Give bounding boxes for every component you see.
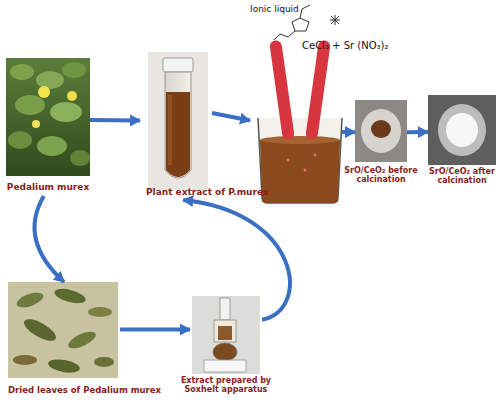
- dried-leaves-photo: [8, 282, 118, 378]
- soxhlet-photo: [192, 296, 260, 374]
- plant-photo: [6, 58, 90, 176]
- caption-text: Pedalium murex: [2, 182, 94, 192]
- reagent-label: Ionic liquid: [250, 4, 299, 14]
- flow-arrow: [342, 130, 355, 134]
- electrolysis-box: CeCl₃ + Sr (NO₃)₂: [250, 38, 342, 203]
- plant-image-box: Pedalium murex: [6, 58, 90, 196]
- flow-arrow: [120, 327, 190, 331]
- extract-image-box: Plant extract of P.murex: [140, 50, 212, 200]
- flow-arrow: [407, 130, 428, 134]
- flow-arrow: [212, 113, 250, 121]
- product-after-box: SrO/CeO₂ after calcination: [428, 95, 496, 195]
- caption-text: SrO/CeO₂ before calcination: [343, 166, 419, 184]
- flow-arrow: [183, 200, 290, 320]
- product-before-box: SrO/CeO₂ before calcination: [355, 100, 407, 195]
- caption-text: SrO/CeO₂ after calcination: [422, 167, 500, 185]
- soxhlet-box: Extract prepared by Soxhelt apparatus: [190, 296, 262, 404]
- disc-before-photo: [355, 100, 407, 162]
- electrolysis-beaker: [258, 40, 342, 203]
- test-tube-photo: [148, 52, 208, 190]
- caption-text: Plant extract of P.murex: [146, 187, 276, 197]
- flow-arrow: [35, 196, 64, 282]
- caption-text: CeCl₃ + Sr (NO₃)₂: [302, 40, 422, 52]
- disc-after-photo: [428, 95, 496, 165]
- flow-arrow: [90, 118, 140, 122]
- caption-text: Dried leaves of Pedalium murex: [8, 386, 168, 396]
- dried-leaves-box: Dried leaves of Pedalium murex: [8, 282, 120, 404]
- caption-text: Extract prepared by Soxhelt apparatus: [176, 376, 276, 394]
